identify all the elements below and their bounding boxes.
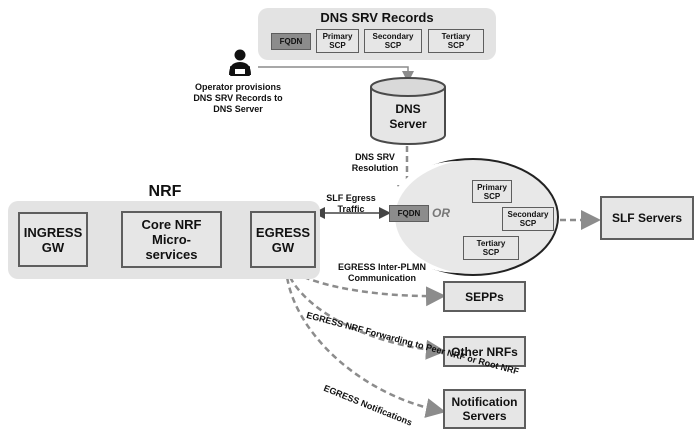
records-to-dns-line: [258, 66, 414, 83]
dns-resolution-label: DNS SRV Resolution: [351, 152, 399, 173]
scp-fqdn-box: FQDN: [389, 205, 429, 222]
operator-note: Operator provisions DNS SRV Records to D…: [193, 82, 283, 114]
records-fqdn-box: FQDN: [271, 33, 311, 50]
or-label: OR: [432, 206, 450, 220]
sepps-box: SEPPs: [443, 281, 526, 312]
inter-plmn-label: EGRESS Inter-PLMN Communication: [337, 262, 426, 283]
notification-servers-box: Notification Servers: [443, 389, 526, 429]
dns-server-label: DNS Server: [389, 102, 427, 131]
egress-to-nrfs-line: [284, 267, 446, 360]
nrf-title: NRF: [148, 183, 182, 200]
slf-egress-label: SLF Egress Traffic: [326, 193, 376, 214]
dns-records-title: DNS SRV Records: [320, 10, 434, 25]
records-tertiary-box: Tertiary SCP: [428, 29, 484, 53]
records-primary-box: Primary SCP: [316, 29, 359, 53]
scp-secondary-box: Secondary SCP: [502, 207, 554, 231]
records-secondary-box: Secondary SCP: [364, 29, 422, 53]
slf-servers-box: SLF Servers: [600, 196, 694, 240]
core-nrf-box: Core NRF Micro- services: [121, 211, 222, 268]
egress-gw-box: EGRESS GW: [250, 211, 316, 268]
other-nrfs-box: Other NRFs: [443, 336, 526, 367]
scp-primary-box: Primary SCP: [472, 180, 512, 203]
ingress-gw-box: INGRESS GW: [18, 212, 88, 267]
scp-tertiary-box: Tertiary SCP: [463, 236, 519, 260]
dns-cylinder: [370, 77, 446, 145]
egress-to-notification-line: [284, 267, 446, 418]
operator-person-icon: [229, 49, 251, 76]
